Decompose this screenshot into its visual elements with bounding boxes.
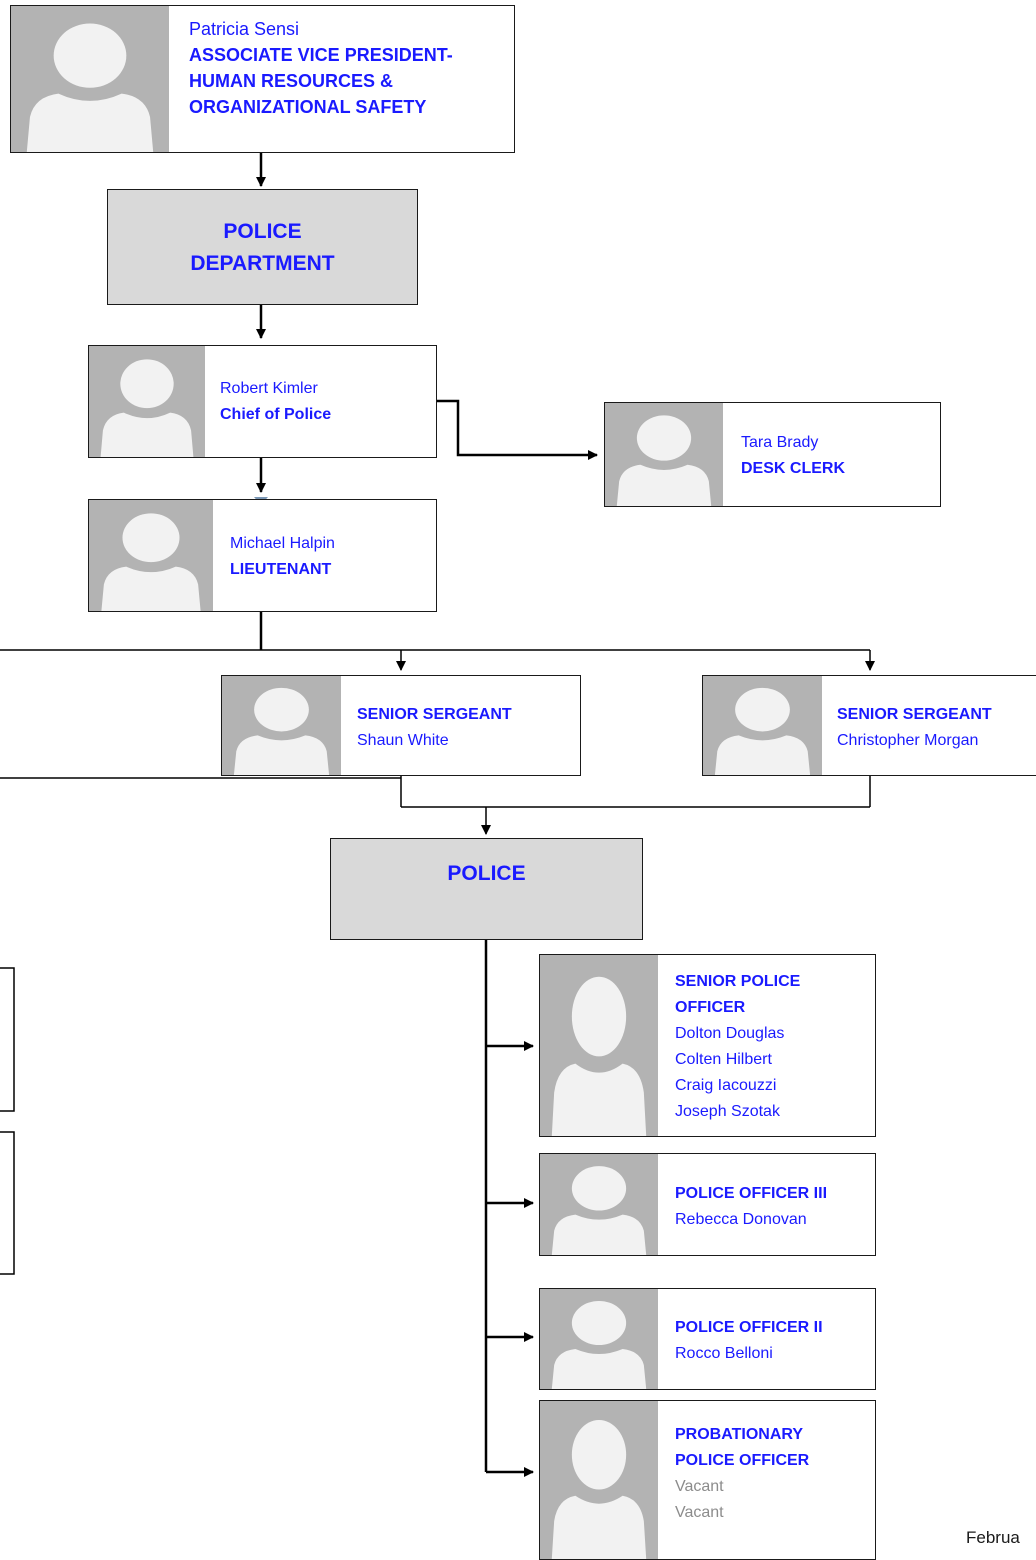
card-senior-police-officer[interactable]: SENIOR POLICE OFFICER Dolton Douglas Col… [539, 954, 876, 1137]
job-title-line: ASSOCIATE VICE PRESIDENT- [189, 45, 453, 65]
job-title: POLICE OFFICER III [675, 1185, 828, 1202]
person-silhouette-icon [551, 1166, 647, 1255]
vacant-position: Vacant [675, 1478, 724, 1495]
card-senior-sergeant-shaun-white[interactable]: SENIOR SERGEANT Shaun White [221, 675, 581, 776]
person-name: Dolton Douglas [675, 1025, 785, 1042]
person-silhouette-icon [26, 23, 154, 152]
person-silhouette-icon [551, 1419, 647, 1559]
avatar [703, 676, 822, 775]
person-name: Michael Halpin [230, 535, 335, 552]
department-box-police[interactable]: POLICE [330, 838, 643, 940]
card-police-officer-iii[interactable]: POLICE OFFICER III Rebecca Donovan [539, 1153, 876, 1256]
department-box-police-department[interactable]: POLICE DEPARTMENT [107, 189, 418, 305]
avatar [222, 676, 341, 775]
person-name: Joseph Szotak [675, 1103, 780, 1120]
person-silhouette-icon [551, 1301, 647, 1389]
person-name: Tara Brady [741, 434, 819, 451]
person-name: Patricia Sensi [189, 19, 300, 39]
job-title: DESK CLERK [741, 460, 846, 477]
person-silhouette-icon [551, 976, 647, 1136]
job-title-line: PROBATIONARY [675, 1426, 803, 1443]
avatar [540, 1154, 658, 1255]
avatar [540, 1401, 658, 1559]
card-senior-sergeant-christopher-morgan[interactable]: SENIOR SERGEANT Christopher Morgan [702, 675, 1036, 776]
card-desk-clerk[interactable]: Tara Brady DESK CLERK [604, 402, 941, 507]
job-title-line: OFFICER [675, 999, 746, 1016]
job-title-line: ORGANIZATIONAL SAFETY [189, 97, 427, 117]
person-name: Rocco Belloni [675, 1345, 773, 1362]
person-silhouette-icon [233, 687, 330, 775]
department-label: POLICE [447, 862, 526, 885]
avatar [540, 955, 658, 1136]
footer-date: Februa [966, 1528, 1020, 1547]
card-associate-vice-president[interactable]: Patricia Sensi ASSOCIATE VICE PRESIDENT-… [10, 5, 515, 153]
person-silhouette-icon [101, 513, 201, 611]
person-name: Shaun White [357, 732, 449, 749]
card-probationary-police-officer[interactable]: PROBATIONARY POLICE OFFICER Vacant Vacan… [539, 1400, 876, 1560]
person-name: Craig Iacouzzi [675, 1077, 777, 1094]
avatar [89, 500, 213, 611]
job-title: LIEUTENANT [230, 561, 332, 578]
department-label-line: POLICE [223, 220, 302, 243]
job-title: Chief of Police [220, 406, 332, 423]
avatar [540, 1289, 658, 1389]
department-label-line: DEPARTMENT [190, 252, 335, 275]
person-silhouette-icon [100, 359, 194, 457]
card-chief-of-police[interactable]: Robert Kimler Chief of Police [88, 345, 437, 458]
person-silhouette-icon [616, 415, 712, 506]
job-title-line: HUMAN RESOURCES & [189, 71, 394, 91]
avatar [605, 403, 723, 506]
person-name: Robert Kimler [220, 380, 318, 397]
person-name: Christopher Morgan [837, 732, 979, 749]
job-title-line: SENIOR POLICE [675, 973, 801, 990]
avatar [11, 6, 169, 152]
person-name: Colten Hilbert [675, 1051, 772, 1068]
vacant-position: Vacant [675, 1504, 724, 1521]
card-police-officer-ii[interactable]: POLICE OFFICER II Rocco Belloni [539, 1288, 876, 1390]
job-title: SENIOR SERGEANT [357, 706, 512, 723]
person-silhouette-icon [714, 687, 811, 775]
person-name: Rebecca Donovan [675, 1211, 807, 1228]
avatar [89, 346, 205, 457]
job-title-line: POLICE OFFICER [675, 1452, 810, 1469]
card-lieutenant[interactable]: Michael Halpin LIEUTENANT [88, 499, 437, 612]
job-title: SENIOR SERGEANT [837, 706, 992, 723]
job-title: POLICE OFFICER II [675, 1319, 823, 1336]
